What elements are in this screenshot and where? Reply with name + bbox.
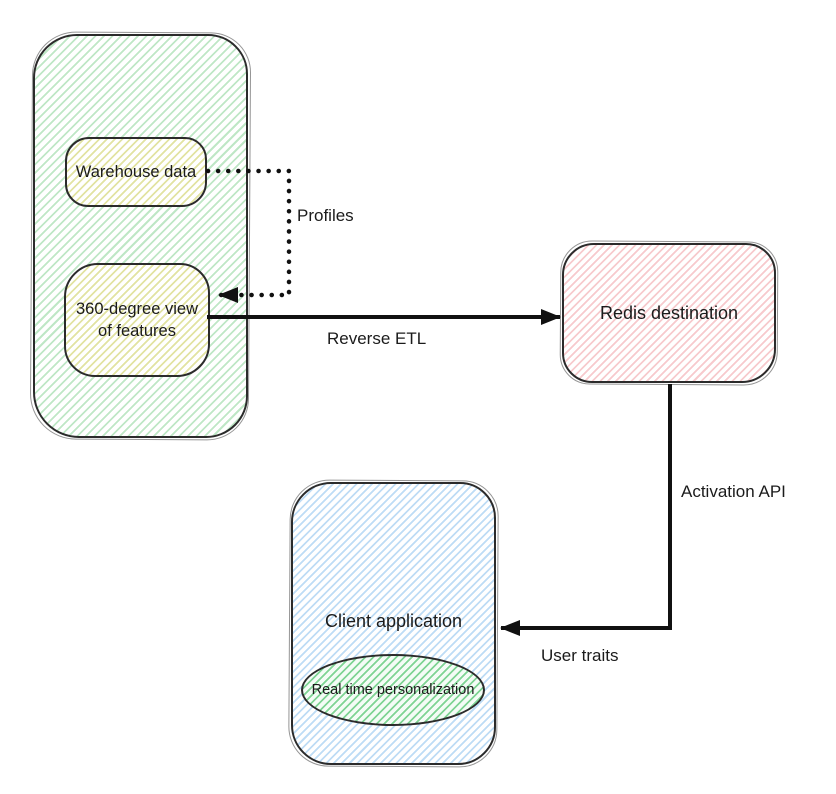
node-feature-view-label: 360-degree view of features: [76, 299, 198, 340]
node-warehouse-data: Warehouse data: [65, 137, 207, 207]
user-traits-label: User traits: [541, 646, 619, 665]
node-realtime-personalization-label: Real time personalization: [311, 681, 475, 698]
profiles-label: Profiles: [297, 206, 354, 225]
activation-api-label: Activation API: [681, 482, 786, 501]
node-redis-destination: Redis destination: [562, 243, 776, 383]
node-warehouse-data-label: Warehouse data: [75, 162, 197, 181]
reverse-etl-label: Reverse ETL: [327, 329, 427, 348]
node-warehouse-group: [33, 34, 248, 438]
node-feature-view: 360-degree view of features: [64, 263, 210, 377]
node-client-application-label: Client application: [324, 611, 463, 631]
node-redis-destination-label: Redis destination: [599, 302, 739, 323]
node-realtime-personalization: Real time personalization: [301, 654, 485, 726]
node-client-application: Client application Real time personaliza…: [291, 482, 496, 765]
activation-api-connector: [500, 384, 672, 636]
